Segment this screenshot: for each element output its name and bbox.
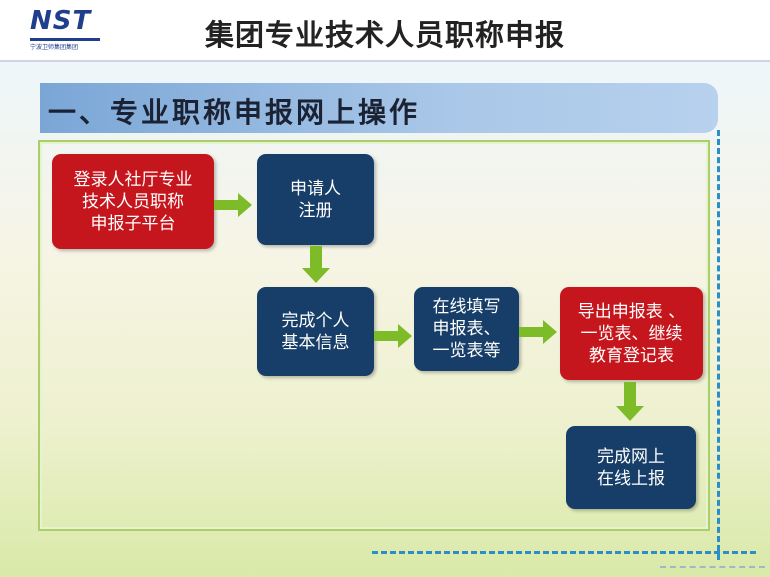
bottom-dashed-line <box>660 566 765 568</box>
step-complete-info-label: 完成个人 基本信息 <box>281 310 350 353</box>
step-submit-label: 完成网上 在线上报 <box>597 446 665 489</box>
step-complete-info: 完成个人 基本信息 <box>257 287 374 376</box>
step-export-label: 导出申报表 、 一览表、继续 教育登记表 <box>577 301 686 366</box>
horizontal-dashed-line <box>372 551 756 554</box>
logo-text: NST <box>30 6 92 36</box>
header: NST 宁波卫师集团集团 集团专业技术人员职称申报 <box>0 0 770 62</box>
flowchart-frame <box>38 140 710 531</box>
step-login-platform: 登录人社厅专业 技术人员职称 申报子平台 <box>52 154 214 249</box>
green-arrow-right-icon <box>519 320 557 344</box>
step-register: 申请人 注册 <box>257 154 374 245</box>
green-arrow-right-icon <box>214 193 252 217</box>
page-title: 集团专业技术人员职称申报 <box>204 18 565 52</box>
header-divider <box>0 60 770 62</box>
step-register-label: 申请人 注册 <box>290 178 341 221</box>
nst-logo-icon: NST 宁波卫师集团集团 <box>30 6 102 54</box>
logo-bar <box>30 38 100 41</box>
step-login-label: 登录人社厅专业 技术人员职称 申报子平台 <box>73 169 193 234</box>
section-banner: 一、专业职称申报网上操作 <box>40 83 718 133</box>
step-fill-forms: 在线填写 申报表、 一览表等 <box>414 287 519 371</box>
vertical-dashed-line <box>717 130 720 560</box>
step-submit-online: 完成网上 在线上报 <box>566 426 696 509</box>
green-arrow-down-icon <box>616 382 644 421</box>
green-arrow-right-icon <box>374 324 412 348</box>
logo-subtext: 宁波卫师集团集团 <box>30 44 79 51</box>
step-export-forms: 导出申报表 、 一览表、继续 教育登记表 <box>560 287 703 380</box>
section-title: 一、专业职称申报网上操作 <box>48 96 421 129</box>
step-fill-forms-label: 在线填写 申报表、 一览表等 <box>432 297 501 361</box>
green-arrow-down-icon <box>302 246 330 283</box>
